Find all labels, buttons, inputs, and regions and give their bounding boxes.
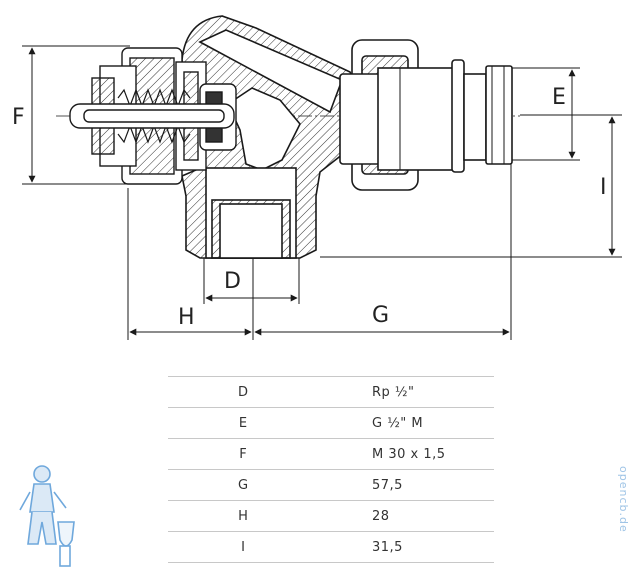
- table-row: F M 30 x 1,5: [168, 438, 494, 470]
- spec-value: 28: [318, 500, 494, 532]
- spec-value: M 30 x 1,5: [318, 438, 494, 470]
- plumber-mascot-logo: [19, 465, 75, 567]
- union-tailpiece: [339, 39, 513, 191]
- dim-label-d: D: [224, 269, 241, 294]
- table-row: G 57,5: [168, 469, 494, 501]
- dim-label-i: I: [600, 175, 607, 200]
- table-row: E G ½" M: [168, 407, 494, 439]
- table-row: I 31,5: [168, 531, 494, 563]
- watermark-text: opencb.de: [617, 466, 630, 533]
- site-watermark: opencb.de: [612, 462, 634, 570]
- table-row: H 28: [168, 500, 494, 532]
- spec-key: F: [168, 438, 318, 470]
- table-row: D Rp ½": [168, 376, 494, 408]
- spec-value: 57,5: [318, 469, 494, 501]
- spec-key: I: [168, 531, 318, 563]
- valve-technical-drawing: F E I D H G: [12, 15, 622, 340]
- spec-key: G: [168, 469, 318, 501]
- dim-label-e: E: [552, 85, 566, 110]
- spec-key: H: [168, 500, 318, 532]
- spec-value: G ½" M: [318, 407, 494, 439]
- spec-key: E: [168, 407, 318, 439]
- bonnet-assembly: [69, 47, 237, 185]
- spec-value: Rp ½": [318, 376, 494, 408]
- spec-value: 31,5: [318, 531, 494, 563]
- dim-label-f: F: [12, 105, 25, 130]
- dim-label-h: H: [178, 305, 195, 330]
- dim-label-g: G: [372, 303, 389, 328]
- spec-key: D: [168, 376, 318, 408]
- spec-table: D Rp ½" E G ½" M F M 30 x 1,5 G 57,5 H 2…: [168, 376, 494, 563]
